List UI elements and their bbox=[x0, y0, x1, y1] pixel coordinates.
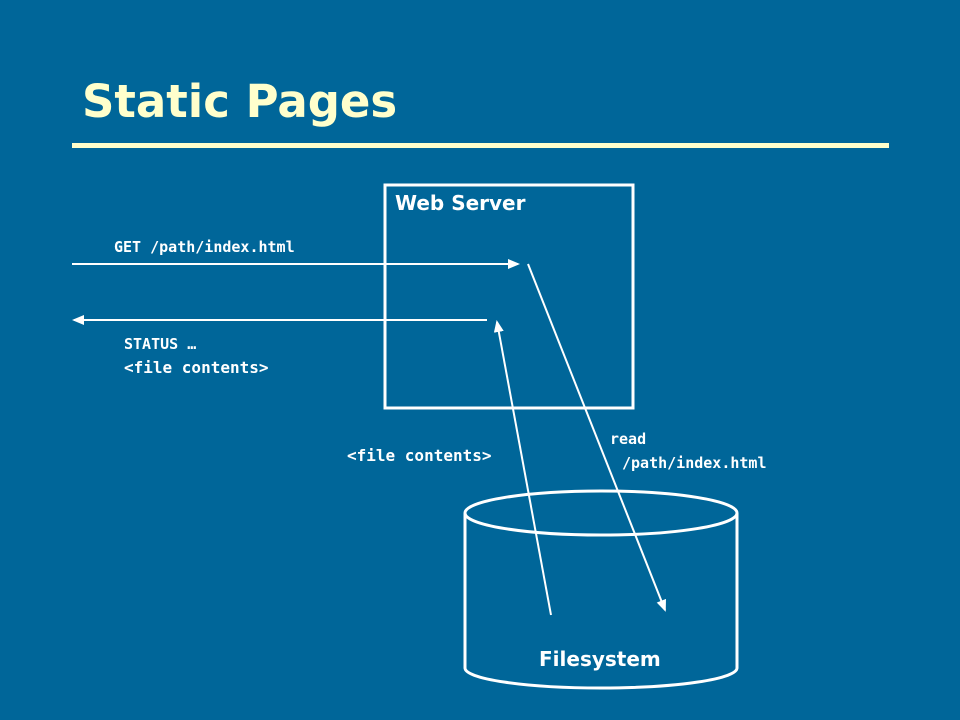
file-contents-arrow bbox=[493, 320, 552, 616]
title-underline bbox=[72, 143, 889, 148]
filesystem-cylinder bbox=[463, 489, 739, 690]
response-status-label: STATUS … bbox=[124, 335, 196, 353]
slide-title: Static Pages bbox=[82, 75, 398, 128]
file-contents-label: <file contents> bbox=[347, 446, 492, 465]
response-body-label: <file contents> bbox=[124, 358, 269, 377]
web-server-label: Web Server bbox=[395, 191, 526, 215]
request-label: GET /path/index.html bbox=[114, 238, 295, 256]
read-label-line1: read bbox=[610, 430, 646, 448]
read-arrow bbox=[527, 263, 666, 612]
web-server-box bbox=[383, 183, 635, 410]
filesystem-label: Filesystem bbox=[539, 647, 661, 671]
read-label-line2: /path/index.html bbox=[622, 454, 767, 472]
